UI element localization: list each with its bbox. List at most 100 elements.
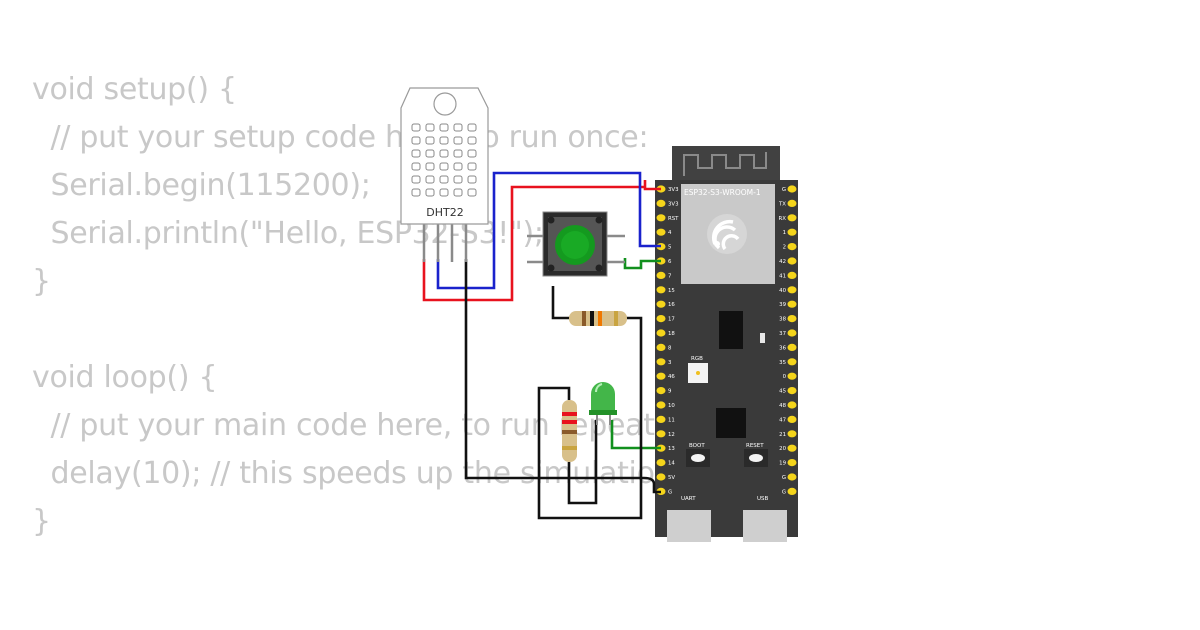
board-pin[interactable] xyxy=(656,343,666,351)
board-pin[interactable] xyxy=(787,300,797,308)
smd-component xyxy=(760,333,765,343)
vent-slot xyxy=(439,188,449,197)
board-pin[interactable] xyxy=(787,430,797,438)
pin-label: G xyxy=(782,187,786,193)
board-pin[interactable] xyxy=(656,430,666,438)
board-pin[interactable] xyxy=(656,199,666,207)
board-pin[interactable] xyxy=(656,315,666,323)
vent-slot xyxy=(453,123,463,132)
board-pin[interactable] xyxy=(787,372,797,380)
vent-slot xyxy=(453,149,463,158)
pin-label: 5 xyxy=(668,245,671,251)
wire-green-led xyxy=(610,420,661,450)
board-pin[interactable] xyxy=(787,185,797,193)
board-pin[interactable] xyxy=(787,243,797,251)
board-pin[interactable] xyxy=(787,358,797,366)
board-pin[interactable] xyxy=(787,459,797,467)
board-pin[interactable] xyxy=(787,286,797,294)
uart-usb-port xyxy=(667,510,711,542)
usb-chip xyxy=(719,311,743,349)
vent-slot xyxy=(411,123,421,132)
board-pin[interactable] xyxy=(787,214,797,222)
vent-slot xyxy=(467,123,477,132)
resistor-vertical[interactable] xyxy=(562,400,577,462)
pin-label: 42 xyxy=(779,259,786,265)
usb-label: USB xyxy=(757,496,769,502)
rgb-label: RGB xyxy=(691,356,703,362)
code-line: void setup() { xyxy=(32,72,237,107)
board-pin[interactable] xyxy=(787,401,797,409)
board-pin[interactable] xyxy=(787,343,797,351)
pin-label: 9 xyxy=(668,389,672,395)
pin-label: RX xyxy=(779,216,787,222)
pin-label: 20 xyxy=(779,446,786,452)
wire-black-button-res xyxy=(551,286,570,320)
board-pin[interactable] xyxy=(787,387,797,395)
board-pin[interactable] xyxy=(787,199,797,207)
board-pin[interactable] xyxy=(656,358,666,366)
dht22-sensor[interactable]: DHT22 xyxy=(400,87,489,262)
vent-slot xyxy=(411,136,421,145)
board-pin[interactable] xyxy=(656,300,666,308)
board-pin[interactable] xyxy=(656,329,666,337)
esp32-s3-board[interactable]: ESP32-S3-WROOM-1 RGB BOOT RESET UART USB xyxy=(655,146,798,542)
pin-label: TX xyxy=(778,201,786,207)
vent-slot xyxy=(467,136,477,145)
resistor-horizontal[interactable] xyxy=(569,311,627,326)
board-pin[interactable] xyxy=(787,228,797,236)
board-pin[interactable] xyxy=(656,214,666,222)
pin-label: 18 xyxy=(668,331,675,337)
vent-slot xyxy=(439,149,449,158)
pin-label: 40 xyxy=(779,288,786,294)
code-line: Serial.begin(115200); xyxy=(32,168,371,203)
code-line: } xyxy=(32,504,51,539)
vent-slot xyxy=(439,136,449,145)
pin-label: 3V3 xyxy=(668,187,679,193)
pin-label: 13 xyxy=(668,446,675,452)
board-pin[interactable] xyxy=(787,271,797,279)
pin-label: 47 xyxy=(779,417,786,423)
board-pin[interactable] xyxy=(656,271,666,279)
led-green[interactable] xyxy=(589,382,617,425)
boot-label: BOOT xyxy=(689,443,705,449)
espressif-logo-icon xyxy=(707,214,747,254)
pin-label: 8 xyxy=(668,345,672,351)
vent-slot xyxy=(439,175,449,184)
board-pin[interactable] xyxy=(787,473,797,481)
dht22-vent-grid xyxy=(411,123,477,197)
pin-label: 11 xyxy=(668,417,675,423)
board-pin[interactable] xyxy=(656,401,666,409)
board-pin[interactable] xyxy=(656,415,666,423)
pin-label: 16 xyxy=(668,302,675,308)
board-pin[interactable] xyxy=(787,415,797,423)
vent-slot xyxy=(425,149,435,158)
board-pin[interactable] xyxy=(656,372,666,380)
vent-slot xyxy=(425,188,435,197)
vent-slot xyxy=(411,188,421,197)
board-pin[interactable] xyxy=(787,315,797,323)
board-pin[interactable] xyxy=(656,387,666,395)
board-pin[interactable] xyxy=(656,228,666,236)
pushbutton[interactable] xyxy=(527,211,625,277)
wire-black-loop xyxy=(537,386,643,520)
board-pin[interactable] xyxy=(656,459,666,467)
code-line: Serial.println("Hello, ESP32-S3!"); xyxy=(32,216,544,251)
board-pin[interactable] xyxy=(656,286,666,294)
pin-label: 21 xyxy=(779,432,786,438)
code-line: } xyxy=(32,264,51,299)
board-pin[interactable] xyxy=(787,444,797,452)
pin-label: RST xyxy=(668,216,679,222)
pin-label: 45 xyxy=(779,389,786,395)
vent-slot xyxy=(453,188,463,197)
board-pin[interactable] xyxy=(787,329,797,337)
vent-slot xyxy=(439,162,449,171)
board-pin[interactable] xyxy=(656,473,666,481)
board-pin[interactable] xyxy=(787,257,797,265)
antenna-trace xyxy=(683,152,767,176)
pin-label: 1 xyxy=(783,230,786,236)
board-pin[interactable] xyxy=(787,487,797,495)
pin-label: G xyxy=(782,475,786,481)
pin-label: 6 xyxy=(668,259,672,265)
